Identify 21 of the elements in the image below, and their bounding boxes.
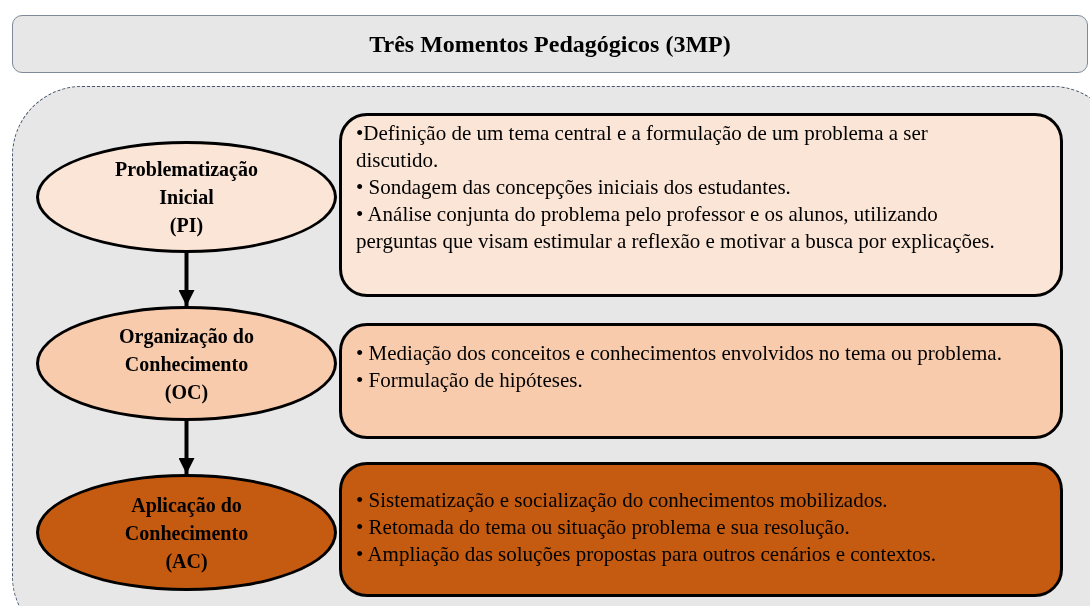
group-panel bbox=[12, 86, 1090, 606]
description-box bbox=[339, 113, 1063, 297]
bullet-text: • Sistematização e socialização do conhecimentos mobilizados. bbox=[356, 487, 889, 514]
arrow bbox=[178, 253, 195, 306]
phase-title: Aplicação do Conhecimento bbox=[123, 492, 250, 546]
description-box bbox=[339, 462, 1063, 597]
bullet-text: • Retomada do tema ou situação problema e sua resolução. bbox=[356, 514, 851, 541]
phase-abbreviation: (OC) bbox=[163, 379, 210, 406]
bullet-text: • Formulação de hipóteses. bbox=[356, 367, 584, 394]
phase-abbreviation: (AC) bbox=[164, 548, 209, 575]
phase-title: Problematização Inicial bbox=[114, 157, 259, 210]
phase-title: Organização do Conhecimento bbox=[118, 323, 255, 377]
description-box bbox=[339, 323, 1063, 439]
bullet-text: • Mediação dos conceitos e conhecimentos envolvidos no tema ou problema. bbox=[356, 340, 1003, 367]
bullet-text: • Sondagem das concepções iniciais dos estudantes. bbox=[356, 174, 792, 201]
phase-abbreviation: (PI) bbox=[168, 213, 205, 239]
bullet-text: • Análise conjunta do problema pelo professor e os alunos, utilizando perguntas que visam estimular a reflexão e motivar a busca por explicações. bbox=[356, 201, 996, 255]
bullet-text: • Ampliação das soluções propostas para outros cenários e contextos. bbox=[356, 541, 938, 568]
arrow bbox=[178, 421, 195, 474]
bullet-text: •Definição de um tema central e a formulação de um problema a ser discutido. bbox=[356, 120, 929, 174]
title-text: Três Momentos Pedagógicos (3MP) bbox=[369, 30, 731, 59]
